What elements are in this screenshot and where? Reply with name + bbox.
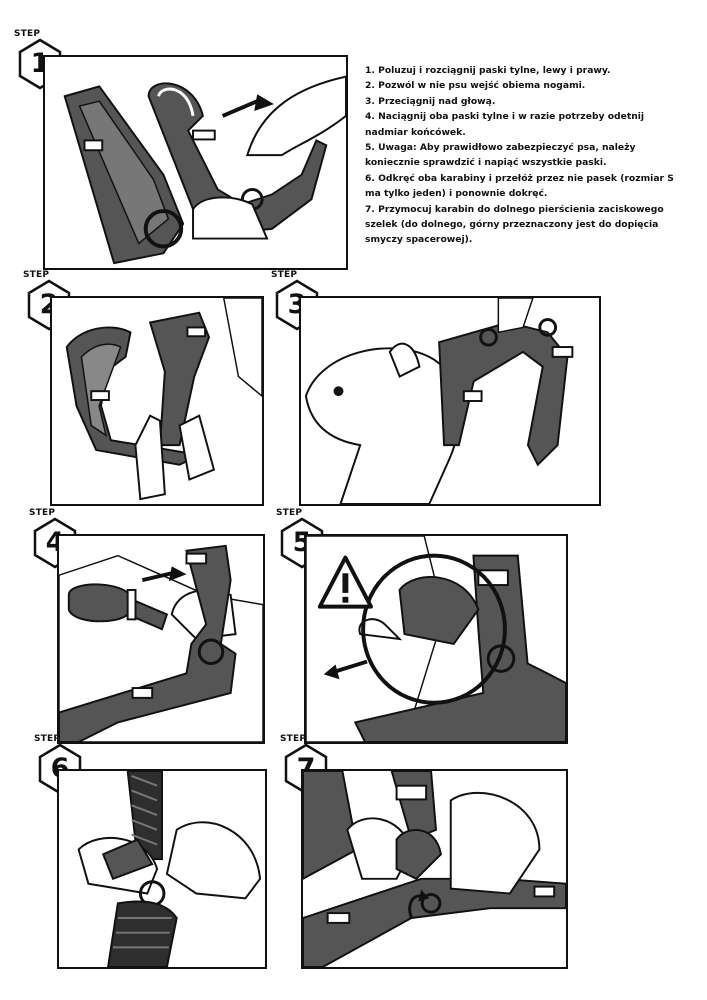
step-label: STEP [271,270,298,280]
step-1-illustration [43,55,348,270]
step-5-illustration [304,534,568,744]
step-2-illustration [50,296,264,506]
step-label: STEP [23,270,50,280]
instructions-list: 1. Poluzuj i rozciągnij paski tylne, lew… [365,63,685,248]
step-label: STEP [14,29,41,39]
step-4-illustration [57,534,265,744]
warning-icon [317,555,373,609]
step-6-illustration [57,769,267,969]
step-label: STEP [280,734,307,744]
instruction-item: 7. Przymocuj karabin do dolnego pierście… [365,203,664,246]
instruction-item: 5. Uwaga: Aby prawidłowo zabezpieczyć ps… [365,142,636,169]
step-label: STEP [29,508,56,518]
step-label: STEP [34,734,61,744]
step-7-illustration [301,769,568,969]
instruction-item: 2. Pozwól w nie psu wejść obiema nogami. [365,80,586,92]
highlight-circle [361,553,507,705]
instruction-item: 6. Odkręć oba karabiny i przełóż przez n… [365,172,674,200]
step-3-illustration [299,296,601,506]
step-label: STEP [276,508,303,518]
instruction-item: 1. Poluzuj i rozciągnij paski tylne, lew… [365,65,611,76]
instruction-item: 4. Naciągnij oba paski tylne i w razie p… [365,111,645,138]
instruction-item: 3. Przeciągnij nad głową. [365,95,496,107]
